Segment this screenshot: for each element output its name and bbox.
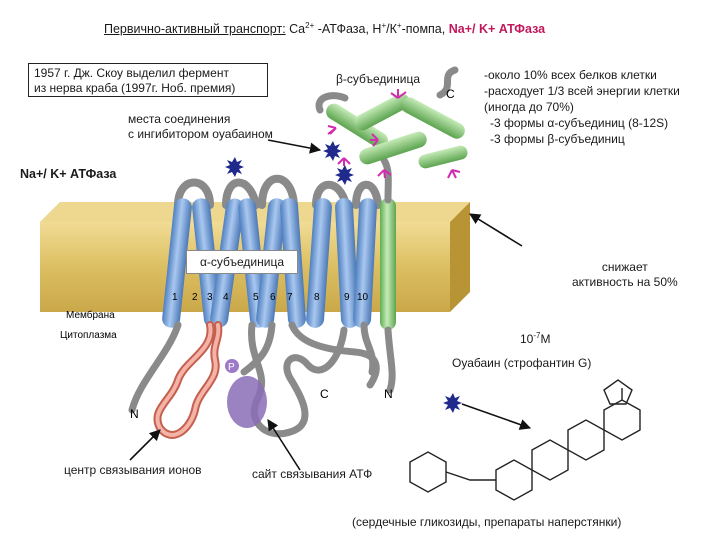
phosphorylation-site [225,359,239,373]
fact-item: -3 формы β-субъединиц [490,132,625,146]
helix-number: 10 [357,292,369,303]
ion-center-label: центр связывания ионов [64,463,202,477]
fact-item: (иногда до 70%) [484,100,574,114]
title-h-sup: + [381,21,387,30]
membrane-label: Мембрана [66,309,115,321]
alpha-helix [335,198,359,328]
helix-number: 3 [207,292,213,303]
beta-helix-tm [380,198,396,330]
alpha-helix [353,198,377,328]
page-title: Первично-активный транспорт: Ca2+ -АТФаз… [104,18,545,37]
title-ca: Ca [289,22,306,37]
ouabain-structure [409,379,641,501]
fact-item: -расходует 1/3 всей энергии клетки [484,84,680,98]
ouabain-markers [225,141,462,413]
terminal-c-top: C [446,87,455,101]
helix-number: 5 [253,292,259,303]
alpha-cytoplasmic [128,321,396,438]
ouabain-marker [335,165,354,185]
ouabain-marker [323,141,342,161]
discovery-line-2: из нерва краба (1997г. Ноб. премия) [34,81,236,95]
terminal-c-bottom: C [320,387,329,401]
glycosides-label: (сердечные гликозиды, препараты наперстя… [352,515,622,529]
helix-number: 2 [192,292,198,303]
ion-binding-loop-inner [155,323,221,437]
title-k-sup: + [396,21,402,30]
activity-reduction-label: снижает активность на 50% [572,260,678,290]
ouabain-label: Оуабаин (строфантин G) [452,356,592,370]
helix-number: 4 [223,292,229,303]
concentration-label: 10-7М [520,328,550,347]
atp-binding-site [227,376,267,428]
ouabain-marker [225,157,244,177]
reduces-line-1: снижает [601,260,648,274]
helix-number: 7 [287,292,293,303]
helix-number: 9 [344,292,350,303]
terminal-p: P [228,362,235,373]
concentration-exp: -7 [533,331,541,340]
terminal-n-beta: N [384,387,393,401]
cytoplasm-label: Цитоплазма [60,330,117,341]
helix-number: 1 [172,292,178,303]
naka-atpase-label: Na+/ K+ АТФаза [20,167,117,181]
binding-sites-line-1: места соединения [128,112,231,126]
helix-number: 6 [270,292,276,303]
beta-extracellular [315,66,468,204]
title-highlight: Na+/ K+ АТФаза [448,22,546,37]
beta-subunit-label: β-субъединица [336,72,420,86]
ouabain-marker [443,393,462,413]
concentration-unit: М [540,332,551,346]
discovery-box: 1957 г. Дж. Скоу выделил фермент из нерв… [28,63,268,97]
fact-item: -около 10% всех белков клетки [484,68,657,82]
binding-sites-label: места соединения с ингибитором оуабаином [128,112,273,142]
title-slash: /К [386,22,397,37]
concentration-base: 10 [520,332,534,346]
title-middle: -АТФаза, Н [314,22,382,37]
facts-list: -около 10% всех белков клетки -расходует… [484,67,680,147]
atp-site-label: сайт связывания АТФ [252,467,373,481]
alpha-subunit-label: α-субъединица [186,250,298,274]
terminal-n-alpha: N [130,407,139,421]
alpha-helix [306,198,332,328]
alpha-top-loops [174,174,382,209]
annotation-arrows [129,139,532,471]
discovery-line-1: 1957 г. Дж. Скоу выделил фермент [34,66,229,80]
reduces-line-2: активность на 50% [572,275,678,289]
title-ca-sup: 2+ [305,21,315,30]
binding-sites-line-2: с ингибитором оуабаином [128,127,273,141]
alpha-helix [162,198,192,328]
title-prefix: Первично-активный транспорт: [104,22,286,37]
title-pump: -помпа, [401,22,449,37]
glycosylation-sites [327,89,461,179]
fact-item: -3 формы α-субъединиц (8-12S) [490,116,669,130]
helix-number: 8 [314,292,320,303]
